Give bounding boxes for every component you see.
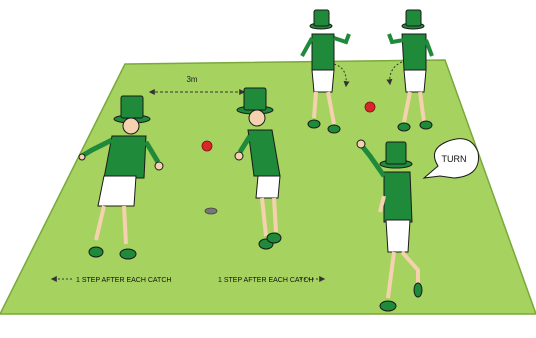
speech-bubble-text: TURN	[442, 154, 467, 164]
left-instruction-text: 1 STEP AFTER EACH CATCH	[76, 277, 171, 284]
cricket-ball-icon	[365, 102, 375, 112]
cricket-ball-icon	[202, 141, 212, 151]
right-instruction-text: 1 STEP AFTER EACH CATCH	[218, 277, 313, 284]
distance-label: 3m	[186, 75, 197, 84]
cone-marker-icon	[205, 208, 217, 214]
